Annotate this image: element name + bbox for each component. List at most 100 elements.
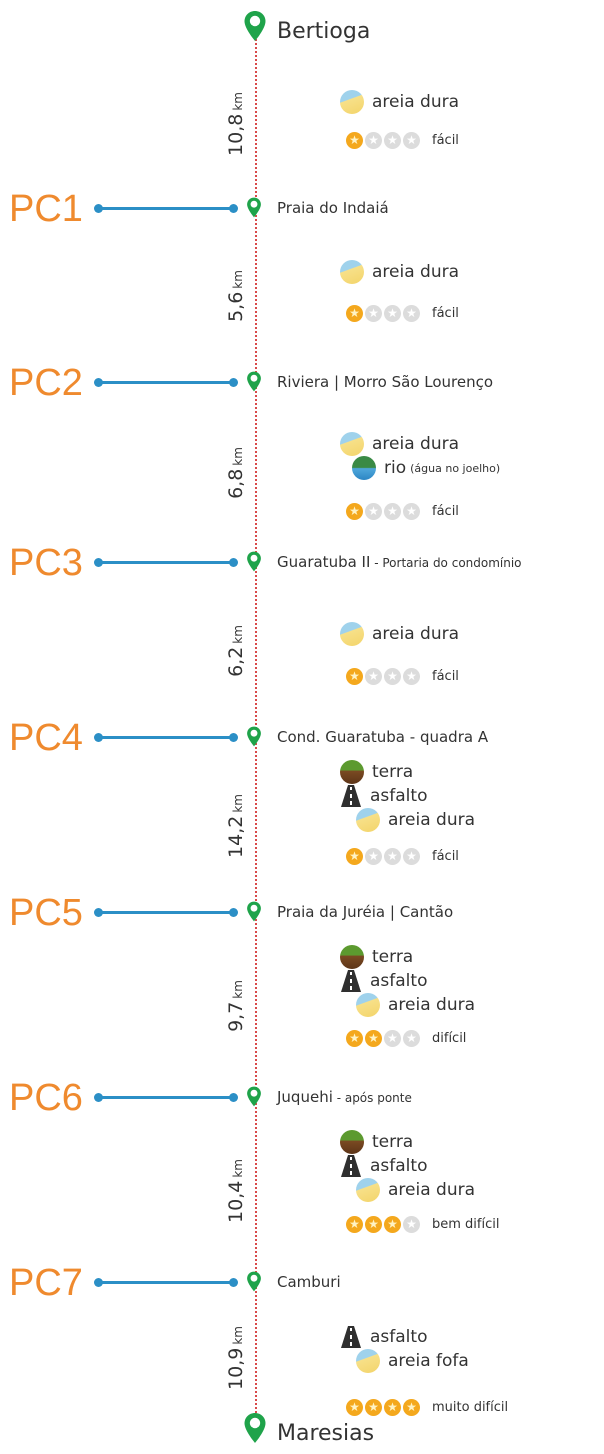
terrain-item: areia dura	[340, 622, 459, 646]
terrain-note: (água no joelho)	[410, 461, 501, 475]
checkpoint-code: PC5	[9, 892, 83, 934]
terrain-item: terra	[340, 945, 413, 969]
terrain-item: asfalto	[340, 784, 427, 808]
checkpoint-connector	[94, 733, 238, 742]
checkpoint-pin-icon	[246, 1086, 262, 1107]
difficulty-rating: difícil	[346, 1030, 466, 1047]
checkpoint-connector	[94, 558, 238, 567]
dirt-icon	[340, 945, 364, 969]
checkpoint-code: PC7	[9, 1262, 83, 1304]
terrain-label: areia dura	[388, 1180, 476, 1200]
star-icon	[346, 1399, 363, 1416]
star-icon	[346, 1216, 363, 1233]
segment-distance-value: 5,6	[225, 291, 247, 322]
checkpoint-place-name: Praia do Indaiá	[277, 199, 389, 217]
star-icon	[384, 848, 401, 865]
terrain-label: asfalto	[370, 1156, 428, 1176]
segment-distance-value: 9,7	[225, 1001, 247, 1032]
sand-icon	[356, 808, 380, 832]
star-icon	[384, 305, 401, 322]
sand-icon	[340, 622, 364, 646]
difficulty-label: fácil	[432, 504, 459, 519]
terrain-item: terra	[340, 760, 413, 784]
star-icon	[384, 668, 401, 685]
checkpoint-place-detail: - Portaria do condomínio	[370, 556, 522, 570]
terrain-item: asfalto	[340, 1325, 427, 1349]
terrain-item: asfalto	[340, 1154, 427, 1178]
asphalt-icon	[340, 784, 362, 808]
terrain-item: areia dura	[356, 808, 475, 832]
segment-distance-unit: km	[231, 624, 245, 644]
checkpoint-pin-icon	[246, 551, 262, 572]
terrain-label: terra	[372, 1132, 414, 1152]
checkpoint-place-label: Cond. Guaratuba - quadra A	[277, 728, 488, 746]
terrain-item: areia dura	[340, 260, 459, 284]
difficulty-label: fácil	[432, 849, 459, 864]
segment-distance-unit: km	[231, 979, 245, 999]
terrain-item: areia dura	[356, 993, 475, 1017]
star-icon	[346, 305, 363, 322]
star-icon	[384, 132, 401, 149]
star-icon	[365, 1399, 382, 1416]
star-icon	[365, 132, 382, 149]
terrain-label: rio	[384, 458, 407, 478]
terrain-label: areia fofa	[388, 1351, 469, 1371]
star-icon	[403, 848, 420, 865]
star-icon	[384, 1399, 401, 1416]
asphalt-icon	[340, 1154, 362, 1178]
star-icon	[346, 1030, 363, 1047]
star-icon	[403, 1216, 420, 1233]
star-icon	[384, 1216, 401, 1233]
checkpoint-connector	[94, 1093, 238, 1102]
terrain-label: asfalto	[370, 786, 428, 806]
checkpoint-place-detail: - após ponte	[332, 1091, 412, 1105]
star-icon	[365, 503, 382, 520]
checkpoint-place-name: Juquehi	[277, 1088, 333, 1106]
terrain-label: areia dura	[372, 624, 460, 644]
segment-distance-value: 10,9	[225, 1347, 247, 1390]
checkpoint-pin-icon	[246, 197, 262, 218]
checkpoint-pin-icon	[246, 901, 262, 922]
checkpoint-place-label: Praia da Juréia | Cantão	[277, 903, 453, 921]
sand-icon	[340, 90, 364, 114]
checkpoint-pin-icon	[246, 371, 262, 392]
segment-distance-value: 6,8	[225, 468, 247, 499]
checkpoint-connector	[94, 908, 238, 917]
segment-distance-unit: km	[231, 1158, 245, 1178]
star-icon	[365, 848, 382, 865]
terrain-item: areia dura	[340, 432, 459, 456]
star-icon	[346, 132, 363, 149]
sand-icon	[356, 993, 380, 1017]
checkpoint-place-name: Guaratuba II	[277, 553, 371, 571]
star-icon	[403, 503, 420, 520]
star-icon	[403, 1399, 420, 1416]
segment-distance-unit: km	[231, 793, 245, 813]
end-place-label: Maresias	[277, 1421, 375, 1446]
terrain-item: asfalto	[340, 969, 427, 993]
star-icon	[365, 668, 382, 685]
checkpoint-code: PC2	[9, 362, 83, 404]
terrain-item: terra	[340, 1130, 413, 1154]
checkpoint-place-label: Guaratuba II - Portaria do condomínio	[277, 553, 522, 571]
checkpoint-code: PC4	[9, 717, 83, 759]
difficulty-rating: fácil	[346, 668, 459, 685]
star-icon	[365, 1030, 382, 1047]
checkpoint-code: PC6	[9, 1077, 83, 1119]
sand-icon	[340, 260, 364, 284]
difficulty-rating: fácil	[346, 132, 459, 149]
star-icon	[403, 132, 420, 149]
difficulty-rating: fácil	[346, 503, 459, 520]
segment-distance-value: 14,2	[225, 815, 247, 858]
asphalt-icon	[340, 1325, 362, 1349]
terrain-label: terra	[372, 947, 414, 967]
checkpoint-connector	[94, 204, 238, 213]
checkpoint-code: PC3	[9, 542, 83, 584]
terrain-item: areia fofa	[356, 1349, 469, 1373]
terrain-label: areia dura	[372, 262, 460, 282]
terrain-label: areia dura	[372, 92, 460, 112]
checkpoint-place-label: Riviera | Morro São Lourenço	[277, 373, 493, 391]
start-pin-icon	[243, 10, 267, 42]
difficulty-label: fácil	[432, 669, 459, 684]
terrain-label: areia dura	[372, 434, 460, 454]
checkpoint-pin-icon	[246, 1271, 262, 1292]
